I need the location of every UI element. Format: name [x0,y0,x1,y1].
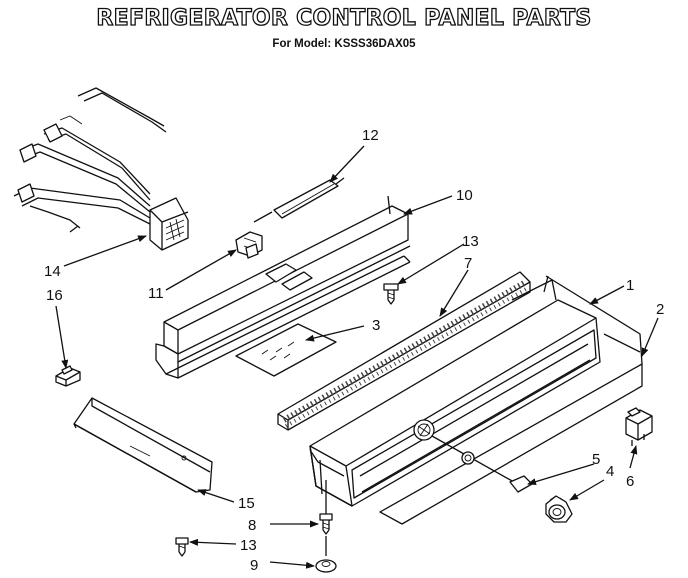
screw-8 [319,480,333,535]
callout-14: 14 [44,263,61,280]
callout-13-lower: 13 [240,537,257,554]
shaft-extension [431,435,533,493]
callout-1: 1 [626,277,634,294]
callout-3: 3 [372,317,380,334]
callout-11: 11 [148,285,164,302]
wiring-harness [13,87,189,251]
control-knob [545,495,573,523]
rocker-switch [625,407,653,446]
callout-13-upper: 13 [462,233,479,250]
lower-cover [73,397,213,493]
callout-9: 9 [250,557,258,574]
console-trim [379,275,643,525]
callout-12: 12 [362,127,379,144]
console-housing [309,279,601,507]
spacer-foot [315,536,337,573]
control-bracket [155,195,411,379]
callout-16: 16 [46,287,63,304]
callout-4: 4 [606,463,614,480]
foam-gasket [277,271,531,431]
retainer-clip [55,365,81,387]
callout-7: 7 [464,255,472,272]
model-subtitle: For Model: KSSS36DAX05 [272,38,416,50]
leader-lines [55,145,659,569]
callout-6: 6 [626,473,634,490]
callout-5: 5 [592,451,600,468]
thermistor [253,177,345,223]
screw-upper [383,283,399,305]
callout-2: 2 [656,301,664,318]
screw-lower [175,537,189,557]
callout-10: 10 [456,187,473,204]
callout-8: 8 [248,517,256,534]
callout-15: 15 [238,495,255,512]
diagram-title: REFRIGERATOR CONTROL PANEL PARTS [96,5,592,31]
